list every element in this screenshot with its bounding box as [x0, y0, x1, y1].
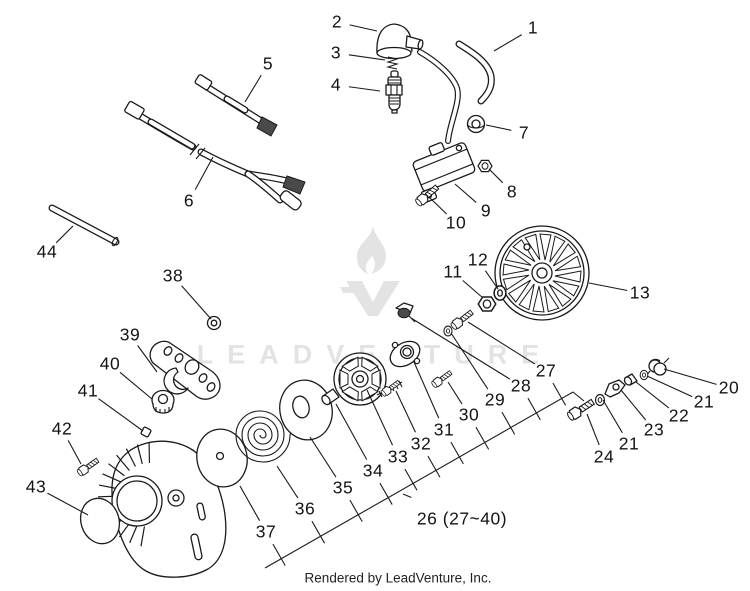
- leader-line: [467, 321, 536, 365]
- leader-line: [194, 156, 214, 190]
- switch-harness-part: [124, 100, 306, 211]
- terminal-spring-part: [385, 56, 400, 70]
- pawl-washer-part: [639, 369, 649, 381]
- flywheel-washer-part: [493, 285, 507, 301]
- leader-line: [47, 492, 89, 516]
- clamp-part: [395, 302, 416, 323]
- fuel-pipe-part: [48, 204, 120, 247]
- leader-line: [454, 183, 477, 203]
- intake-flange-part: [389, 340, 421, 368]
- leader-line: [309, 436, 337, 478]
- ignition-coil-part: [412, 142, 476, 203]
- leader-line: [663, 368, 717, 385]
- leader-line: [137, 345, 158, 373]
- pawl-collar-part: [623, 373, 638, 386]
- leader-line: [402, 493, 412, 499]
- leader-lines: [47, 24, 717, 566]
- washer-part-29: [443, 325, 453, 337]
- leader-line: [239, 485, 261, 521]
- leader-line: [475, 426, 490, 450]
- fuel-line-part: [455, 40, 495, 105]
- rope-pulley-part: [333, 352, 387, 406]
- bushing-part: [321, 388, 340, 406]
- leader-line: [493, 34, 523, 52]
- square-nut-part: [140, 426, 152, 438]
- leader-line: [366, 389, 394, 446]
- starter-handle-part: [149, 340, 221, 400]
- starter-disc-part: [196, 428, 248, 488]
- leader-line: [349, 499, 363, 522]
- bolt-part-27: [449, 307, 476, 332]
- leader-line: [98, 398, 144, 432]
- starter-housing-part: [97, 440, 227, 578]
- handle-washer-part: [206, 315, 222, 331]
- leader-line: [67, 440, 82, 465]
- leader-line: [488, 168, 504, 184]
- leader-line: [602, 399, 623, 434]
- leader-line: [335, 403, 368, 460]
- leader-line: [349, 24, 378, 32]
- leader-line: [379, 482, 393, 505]
- leader-line: [348, 86, 381, 92]
- spark-plug-cap-part: [376, 23, 424, 60]
- leader-line: [410, 317, 511, 380]
- footer-credit: Rendered by LeadVenture, Inc.: [304, 570, 492, 586]
- leader-line: [620, 389, 647, 421]
- leader-line: [635, 381, 670, 409]
- grommet-part: [466, 114, 486, 134]
- leader-line: [450, 332, 489, 390]
- leader-line: [552, 382, 567, 406]
- flywheel-nut-part: [477, 296, 497, 312]
- leader-line: [484, 270, 499, 290]
- leader-line: [55, 225, 74, 244]
- leader-line: [501, 411, 516, 435]
- spark-plug-part: [385, 70, 403, 114]
- leader-line: [181, 285, 212, 320]
- leader-line: [646, 375, 693, 398]
- pawl-spring-part: [645, 357, 670, 377]
- leader-line: [404, 468, 418, 491]
- housing-screw-part: [75, 456, 101, 478]
- leader-line: [450, 441, 464, 465]
- leader-line: [586, 413, 600, 446]
- starter-pawl-part: [604, 379, 626, 398]
- pawl-bolt-part: [565, 396, 597, 423]
- plug-wire-part: [417, 49, 461, 144]
- leader-line: [311, 520, 326, 544]
- leader-line: [276, 465, 299, 499]
- leader-line: [427, 455, 441, 478]
- flywheel-part: [494, 225, 590, 321]
- leader-line: [429, 197, 448, 215]
- group-line-26: [264, 391, 585, 569]
- gasket-part: [79, 497, 121, 545]
- leader-line: [485, 124, 512, 131]
- leader-line: [348, 54, 386, 61]
- leader-line: [447, 381, 463, 405]
- handle-bumper-part: [151, 389, 175, 414]
- lead-wire-part: [194, 74, 278, 137]
- leader-line: [395, 390, 416, 433]
- leader-line: [413, 361, 440, 419]
- leader-line: [462, 280, 484, 299]
- leader-line: [272, 543, 286, 566]
- screw-part-30: [430, 368, 454, 390]
- leader-line: [119, 371, 153, 400]
- cam-plate-part: [279, 379, 333, 441]
- leader-line: [588, 282, 628, 292]
- leader-line: [527, 397, 541, 421]
- leader-line: [244, 74, 262, 103]
